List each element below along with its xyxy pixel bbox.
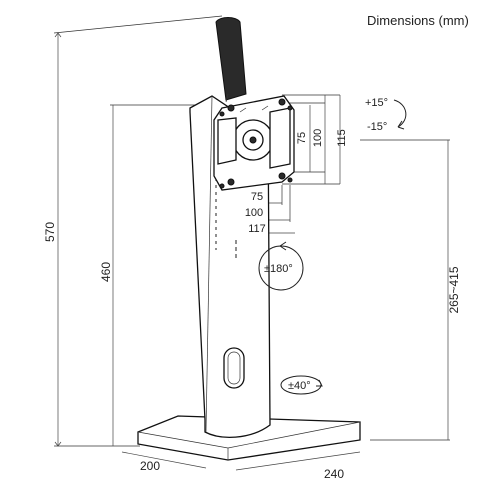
dim-label-vesa-100-w: 100 bbox=[245, 207, 263, 219]
dim-label-vesa-115: 115 bbox=[336, 129, 348, 147]
dim-label-vesa-75-h: 75 bbox=[296, 132, 308, 144]
tilt-down-label: -15° bbox=[367, 121, 387, 133]
tilt-indicator bbox=[393, 99, 407, 130]
cable-slot bbox=[223, 347, 245, 389]
diagram-title: Dimensions (mm) bbox=[367, 13, 469, 28]
top-handle bbox=[215, 17, 247, 103]
swivel-indicator bbox=[280, 375, 323, 395]
dim-label-vesa-117: 117 bbox=[248, 223, 266, 235]
dim-label-vesa-75-w: 75 bbox=[251, 191, 263, 203]
rotate-label: ±180° bbox=[264, 263, 293, 275]
dim-label-265-415: 265~415 bbox=[447, 266, 461, 313]
dimension-lines bbox=[54, 32, 449, 471]
dim-label-570: 570 bbox=[43, 222, 57, 242]
swivel-label: ±40° bbox=[288, 380, 311, 392]
vesa-plate bbox=[213, 95, 295, 191]
dim-label-vesa-100-h: 100 bbox=[312, 129, 324, 147]
base-plate bbox=[137, 415, 361, 461]
tilt-up-label: +15° bbox=[365, 97, 388, 109]
dim-label-base-240: 240 bbox=[324, 467, 344, 481]
dim-label-460: 460 bbox=[99, 262, 113, 282]
rotate-indicator bbox=[258, 241, 304, 291]
dim-label-base-200: 200 bbox=[140, 459, 160, 473]
